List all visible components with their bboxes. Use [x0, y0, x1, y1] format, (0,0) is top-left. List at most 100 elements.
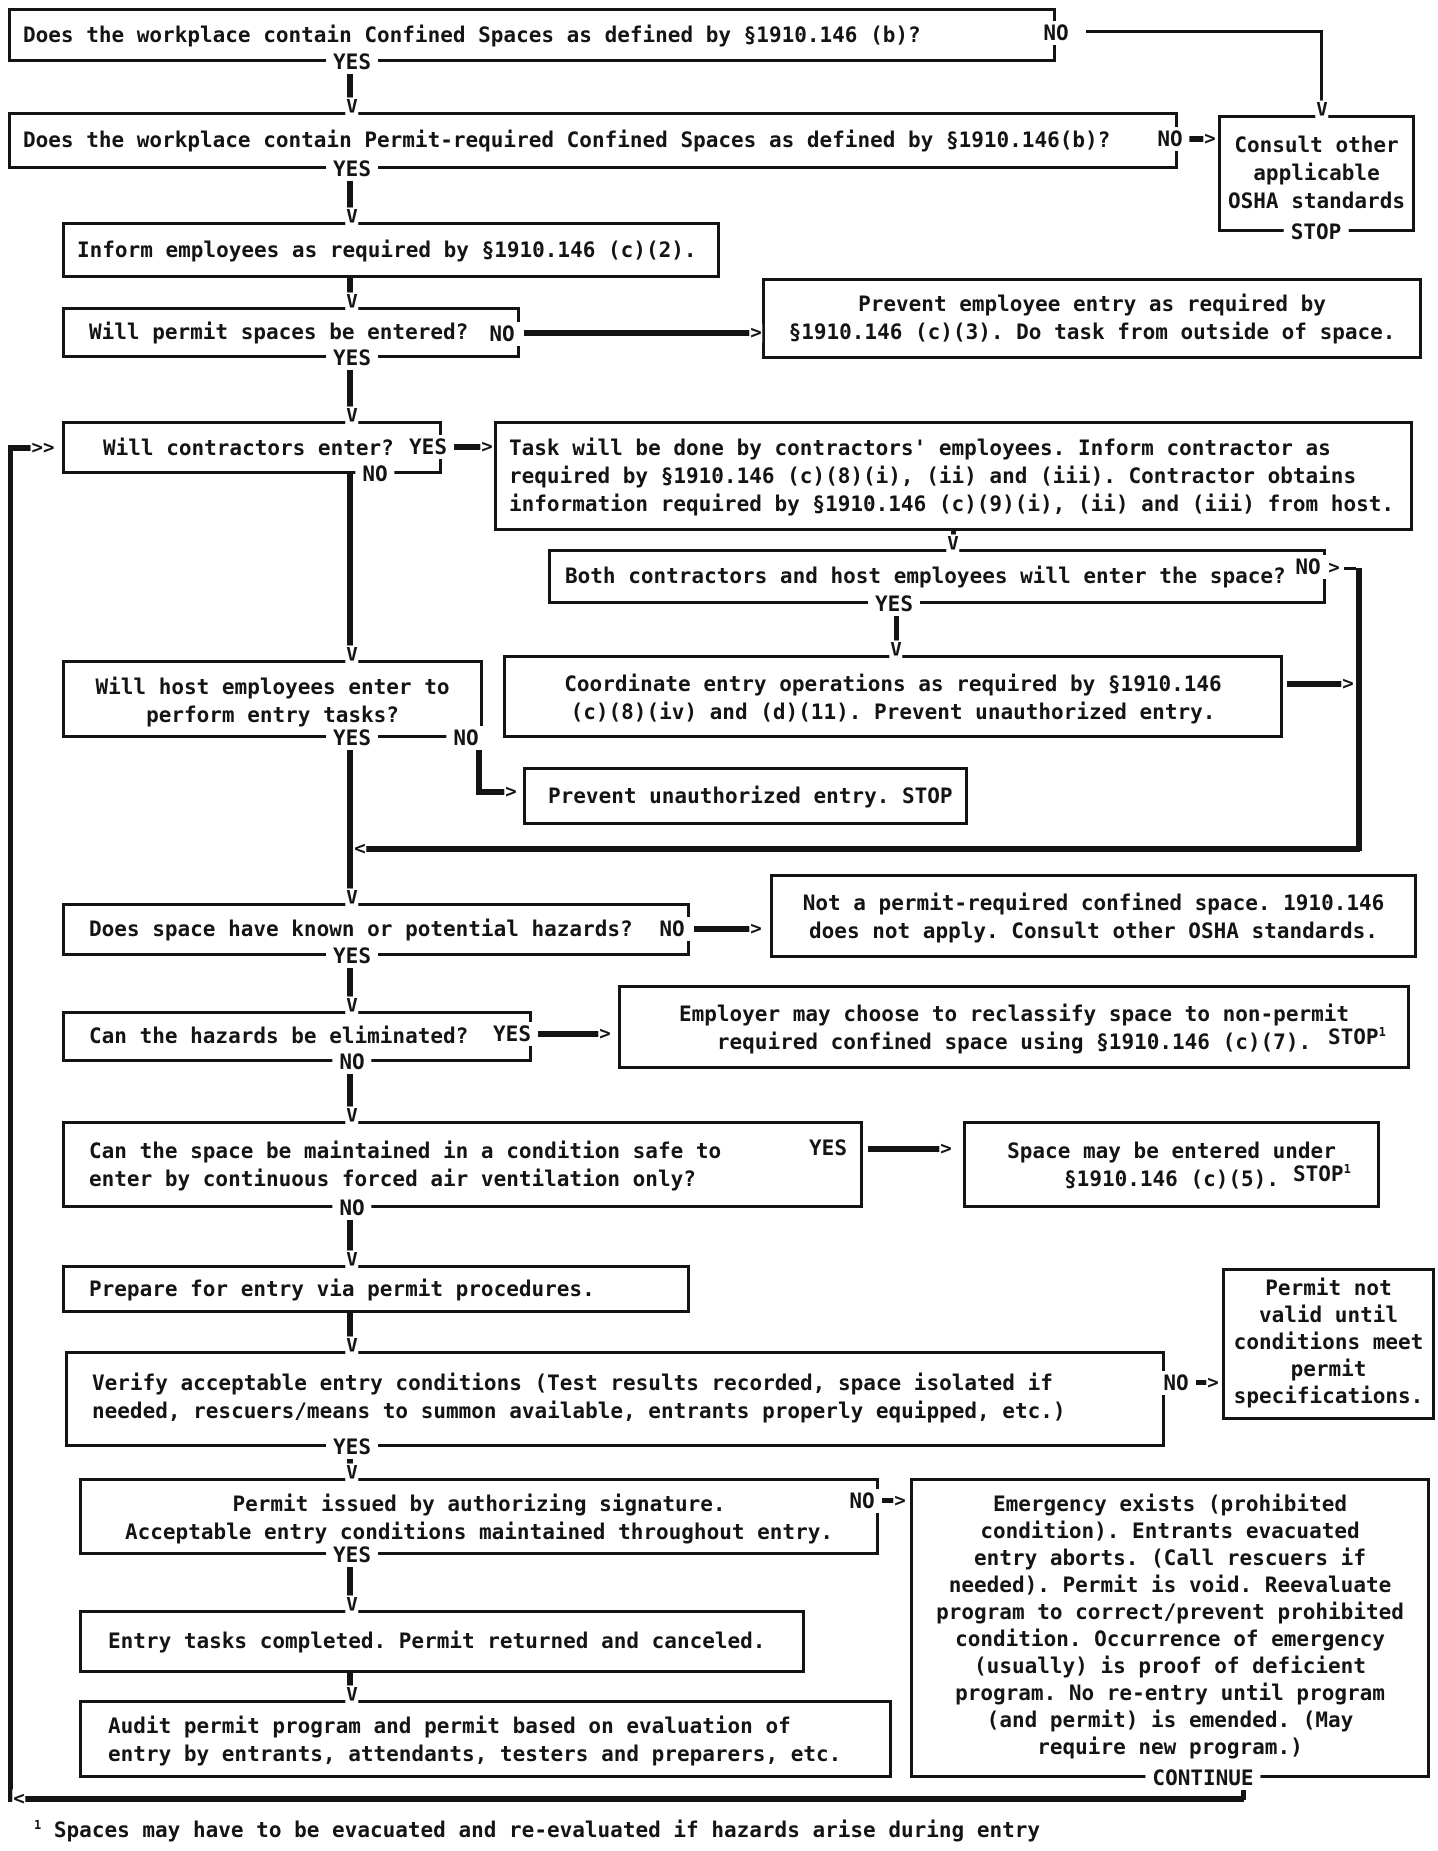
node-text: §1910.146 (c)(3). Do task from outside o…: [788, 320, 1396, 344]
node-text: Will permit spaces be entered?: [89, 320, 469, 344]
connector-line: [1344, 567, 1356, 570]
node-question-host-employees: Will host employees enter to perform ent…: [62, 660, 483, 738]
arrow-right-icon: >: [749, 321, 763, 344]
node-text: does not apply. Consult other OSHA stand…: [809, 919, 1378, 943]
arrow-right-icon: >: [893, 1489, 907, 1512]
node-question-both-enter: Both contractors and host employees will…: [548, 549, 1326, 604]
connector-line: [524, 330, 753, 336]
connector-line: [347, 1447, 353, 1478]
node-emergency-exists: Emergency exists (prohibited condition).…: [910, 1478, 1430, 1778]
arrow-down-icon: V: [345, 1334, 359, 1357]
node-text: required by §1910.146 (c)(8)(i), (ii) an…: [509, 464, 1357, 488]
node-question-contractors-enter: Will contractors enter?: [62, 421, 442, 474]
connector-line: [1196, 1380, 1216, 1385]
node-text: valid until: [1258, 1303, 1399, 1327]
no-label: NO: [332, 1196, 372, 1220]
no-label: NO: [482, 322, 522, 346]
connector-line: [354, 846, 1360, 852]
node-text: Permit issued by authorizing signature.: [232, 1492, 726, 1516]
node-text: needed, rescuers/means to summon availab…: [92, 1399, 1066, 1423]
node-text: Prepare for entry via permit procedures.: [89, 1277, 595, 1301]
connector-line: [450, 444, 490, 450]
node-text: Not a permit-required confined space. 19…: [802, 891, 1385, 915]
connector-line: [1320, 31, 1323, 110]
node-text: (and permit) is emended. (May: [986, 1708, 1354, 1732]
yes-label: YES: [802, 1136, 854, 1160]
node-text: perform entry tasks?: [146, 703, 399, 727]
node-consult-other-standards: Consult other applicable OSHA standards: [1218, 115, 1415, 232]
node-question-spaces-entered: Will permit spaces be entered?: [62, 307, 520, 358]
node-permit-not-valid: Permit not valid until conditions meet p…: [1222, 1268, 1435, 1420]
yes-label: YES: [868, 592, 920, 616]
no-label: NO: [652, 917, 692, 941]
node-text: program to correct/prevent prohibited: [936, 1600, 1404, 1624]
node-text: require new program.): [1037, 1735, 1303, 1759]
node-text: required confined space using §1910.146 …: [716, 1030, 1312, 1054]
arrow-down-icon: V: [946, 532, 960, 555]
arrow-down-icon: V: [345, 643, 359, 666]
node-text: (c)(8)(iv) and (d)(11). Prevent unauthor…: [570, 700, 1216, 724]
node-text: Permit not: [1265, 1276, 1392, 1300]
node-text: Employer may choose to reclassify space …: [678, 1002, 1350, 1026]
node-text: Audit permit program and permit based on…: [108, 1714, 791, 1738]
connector-line: [347, 474, 353, 660]
node-text: Entry tasks completed. Permit returned a…: [108, 1629, 766, 1653]
connector-line: [347, 1062, 353, 1121]
node-task-by-contractors: Task will be done by contractors' employ…: [494, 421, 1413, 531]
node-reclassify-space: Employer may choose to reclassify space …: [618, 985, 1410, 1069]
arrow-down-icon: V: [345, 404, 359, 427]
no-label: NO: [446, 726, 486, 750]
node-verify-entry-conditions: Verify acceptable entry conditions (Test…: [65, 1351, 1165, 1447]
connector-line: [536, 1031, 608, 1037]
loop-entry-line: [8, 445, 34, 451]
node-text: Will contractors enter?: [103, 436, 394, 460]
node-text: Will host employees enter to: [95, 675, 450, 699]
arrow-down-icon: V: [345, 1248, 359, 1271]
stop-label: STOP: [1293, 1162, 1344, 1186]
node-text: Can the space be maintained in a conditi…: [89, 1139, 722, 1163]
node-question-forced-air-ventilation: Can the space be maintained in a conditi…: [62, 1121, 863, 1208]
yes-label: YES: [402, 435, 454, 459]
loop-left-line: [8, 445, 13, 1802]
arrow-left-icon: <: [353, 837, 367, 860]
arrow-right-icon: >: [1341, 672, 1355, 695]
yes-label: YES: [326, 726, 378, 750]
node-text: Does the workplace contain Confined Spac…: [23, 23, 921, 47]
arrow-down-icon: V: [889, 638, 903, 661]
node-text: Prevent unauthorized entry. STOP: [548, 784, 953, 808]
footnote-text: Spaces may have to be evacuated and re-e…: [53, 1818, 1041, 1842]
node-text: Consult other: [1234, 133, 1399, 157]
yes-label: YES: [326, 346, 378, 370]
node-text: Acceptable entry conditions maintained t…: [124, 1520, 833, 1544]
yes-label: YES: [326, 50, 378, 74]
arrow-down-icon: V: [345, 1593, 359, 1616]
continue-label: CONTINUE: [1145, 1766, 1261, 1790]
node-entry-tasks-completed: Entry tasks completed. Permit returned a…: [79, 1610, 805, 1673]
connector-line: [347, 1208, 353, 1265]
connector-line: [868, 1146, 950, 1152]
arrow-right-icon: >: [749, 917, 763, 940]
node-text: needed). Permit is void. Reevaluate: [948, 1573, 1392, 1597]
node-prevent-unauthorized-stop: Prevent unauthorized entry. STOP: [523, 767, 968, 825]
arrow-down-icon: V: [345, 1461, 359, 1484]
connector-line: [894, 604, 899, 655]
node-text: OSHA standards: [1227, 189, 1405, 213]
node-text: Prevent employee entry as required by: [858, 292, 1326, 316]
no-label: NO: [1288, 555, 1328, 579]
connector-line: [347, 358, 353, 421]
yes-label: YES: [486, 1022, 538, 1046]
footnote: 1 Spaces may have to be evacuated and re…: [34, 1818, 1041, 1842]
node-permit-issued: Permit issued by authorizing signature. …: [79, 1478, 879, 1555]
node-text: entry aborts. (Call rescuers if: [974, 1546, 1366, 1570]
connector-line: [347, 738, 353, 903]
connector-line: [1287, 681, 1352, 687]
connector-line: [1356, 568, 1362, 851]
node-text: condition). Entrants evacuated: [980, 1519, 1360, 1543]
yes-label: YES: [326, 1543, 378, 1567]
arrow-down-icon: V: [345, 290, 359, 313]
arrow-right-icon: >: [939, 1137, 953, 1160]
node-text: information required by §1910.146 (c)(9)…: [509, 492, 1395, 516]
node-text: Coordinate entry operations as required …: [564, 672, 1222, 696]
node-prevent-employee-entry: Prevent employee entry as required by §1…: [762, 278, 1422, 359]
connector-line: [882, 1498, 902, 1503]
